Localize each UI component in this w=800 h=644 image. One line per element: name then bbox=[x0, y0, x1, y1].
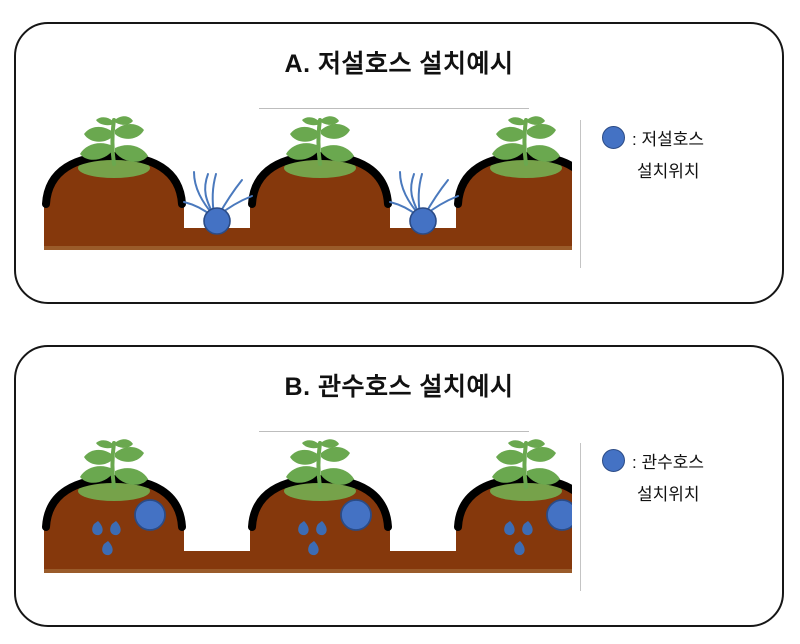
hose-b-3 bbox=[546, 499, 572, 531]
panel-a-scene bbox=[36, 116, 572, 286]
panel-b-legend-line2: 설치위치 bbox=[637, 485, 700, 504]
soil-patch-a-3 bbox=[490, 158, 562, 178]
panel-b-title-rule bbox=[259, 431, 529, 432]
panel-b: B. 관수호스 설치예시 : 관수호스 설치위치 bbox=[14, 345, 784, 627]
hose-a-2 bbox=[409, 207, 437, 235]
ground-baseline-a bbox=[44, 246, 572, 250]
droplets-b-1 bbox=[92, 521, 121, 556]
soil-patch-b-3 bbox=[490, 481, 562, 501]
ground-baseline-b bbox=[44, 569, 572, 573]
soil-patch-b-2 bbox=[284, 481, 356, 501]
panel-b-title: B. 관수호스 설치예시 bbox=[284, 373, 514, 401]
panel-a-title: A. 저설호스 설치예시 bbox=[284, 50, 514, 78]
panel-a-title-rule bbox=[259, 108, 529, 109]
plant-b-2 bbox=[286, 439, 354, 489]
panel-a: A. 저설호스 설치예시 : 저설호스 설치위치 bbox=[14, 22, 784, 304]
hose-b-1 bbox=[134, 499, 166, 531]
soil-profile-b bbox=[44, 477, 572, 571]
panel-a-legend: : 저설호스 설치위치 bbox=[602, 122, 772, 182]
panel-a-legend-line2: 설치위치 bbox=[637, 162, 700, 181]
soil-profile-a bbox=[44, 154, 572, 248]
plant-a-3 bbox=[492, 116, 560, 166]
droplets-b-3 bbox=[504, 521, 533, 556]
panel-a-legend-divider bbox=[580, 120, 581, 268]
plant-a-1 bbox=[80, 116, 148, 166]
soil-patch-a-1 bbox=[78, 158, 150, 178]
panel-a-legend-row: : 저설호스 bbox=[602, 122, 772, 152]
panel-b-legend: : 관수호스 설치위치 bbox=[602, 445, 772, 505]
hose-marker-icon bbox=[602, 448, 625, 472]
panel-b-legend-line1: : 관수호스 bbox=[632, 452, 705, 472]
plant-b-1 bbox=[80, 439, 148, 489]
plant-a-2 bbox=[286, 116, 354, 166]
soil-patch-a-2 bbox=[284, 158, 356, 178]
hose-a-1 bbox=[203, 207, 231, 235]
panel-b-legend-row: : 관수호스 bbox=[602, 445, 772, 475]
panel-a-legend-line1: : 저설호스 bbox=[632, 129, 705, 149]
plant-b-3 bbox=[492, 439, 560, 489]
droplets-b-2 bbox=[298, 521, 327, 556]
panel-b-legend-divider bbox=[580, 443, 581, 591]
hose-marker-icon bbox=[602, 125, 625, 149]
panel-b-scene bbox=[36, 439, 572, 609]
hose-b-2 bbox=[340, 499, 372, 531]
soil-patch-b-1 bbox=[78, 481, 150, 501]
